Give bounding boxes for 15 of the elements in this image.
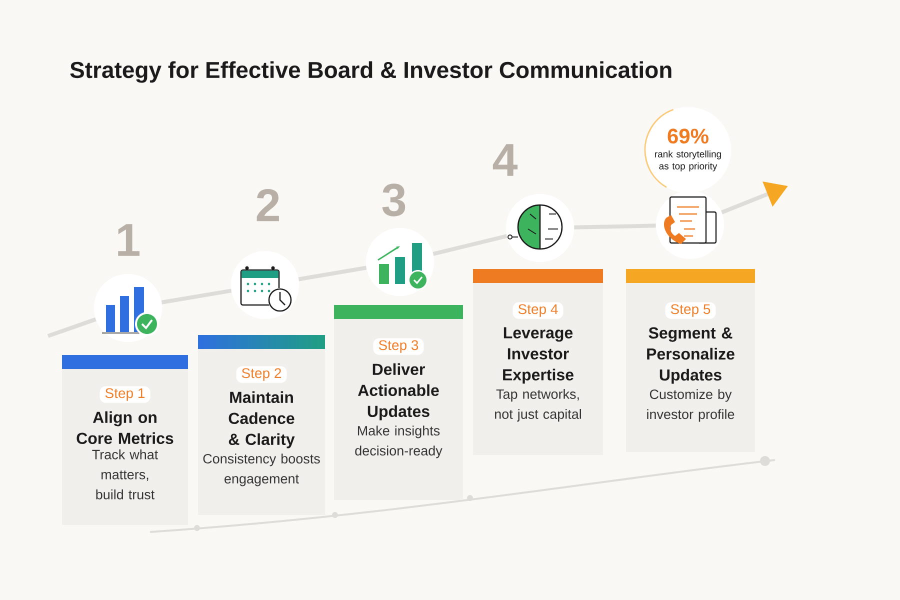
step-card: Step 5 Segment & Personalize Updates Customize by investor profile [626,269,755,452]
trend-line [574,224,656,230]
title: Strategy for Effective Board & Investor Communication [70,61,672,83]
step-number: 4 [492,144,518,176]
step-card: Step 1 Align on Core Metrics Track what matters, build trust [62,355,188,525]
step-card: Step 3 Deliver Actionable Updates Make insights decision-ready [334,305,463,500]
trend-line [161,288,232,304]
trend-line [432,234,508,256]
step-card: Step 4 Leverage Investor Expertise Tap networks, not just capital [473,269,603,455]
step-number: 1 [118,224,140,256]
trend-line [298,266,367,282]
step-number: 2 [256,188,279,222]
step-card: Step 2 Maintain Cadence & Clarity Consistency boosts engagement [198,335,325,515]
trend-line [47,317,96,338]
step-number: 3 [382,184,406,216]
